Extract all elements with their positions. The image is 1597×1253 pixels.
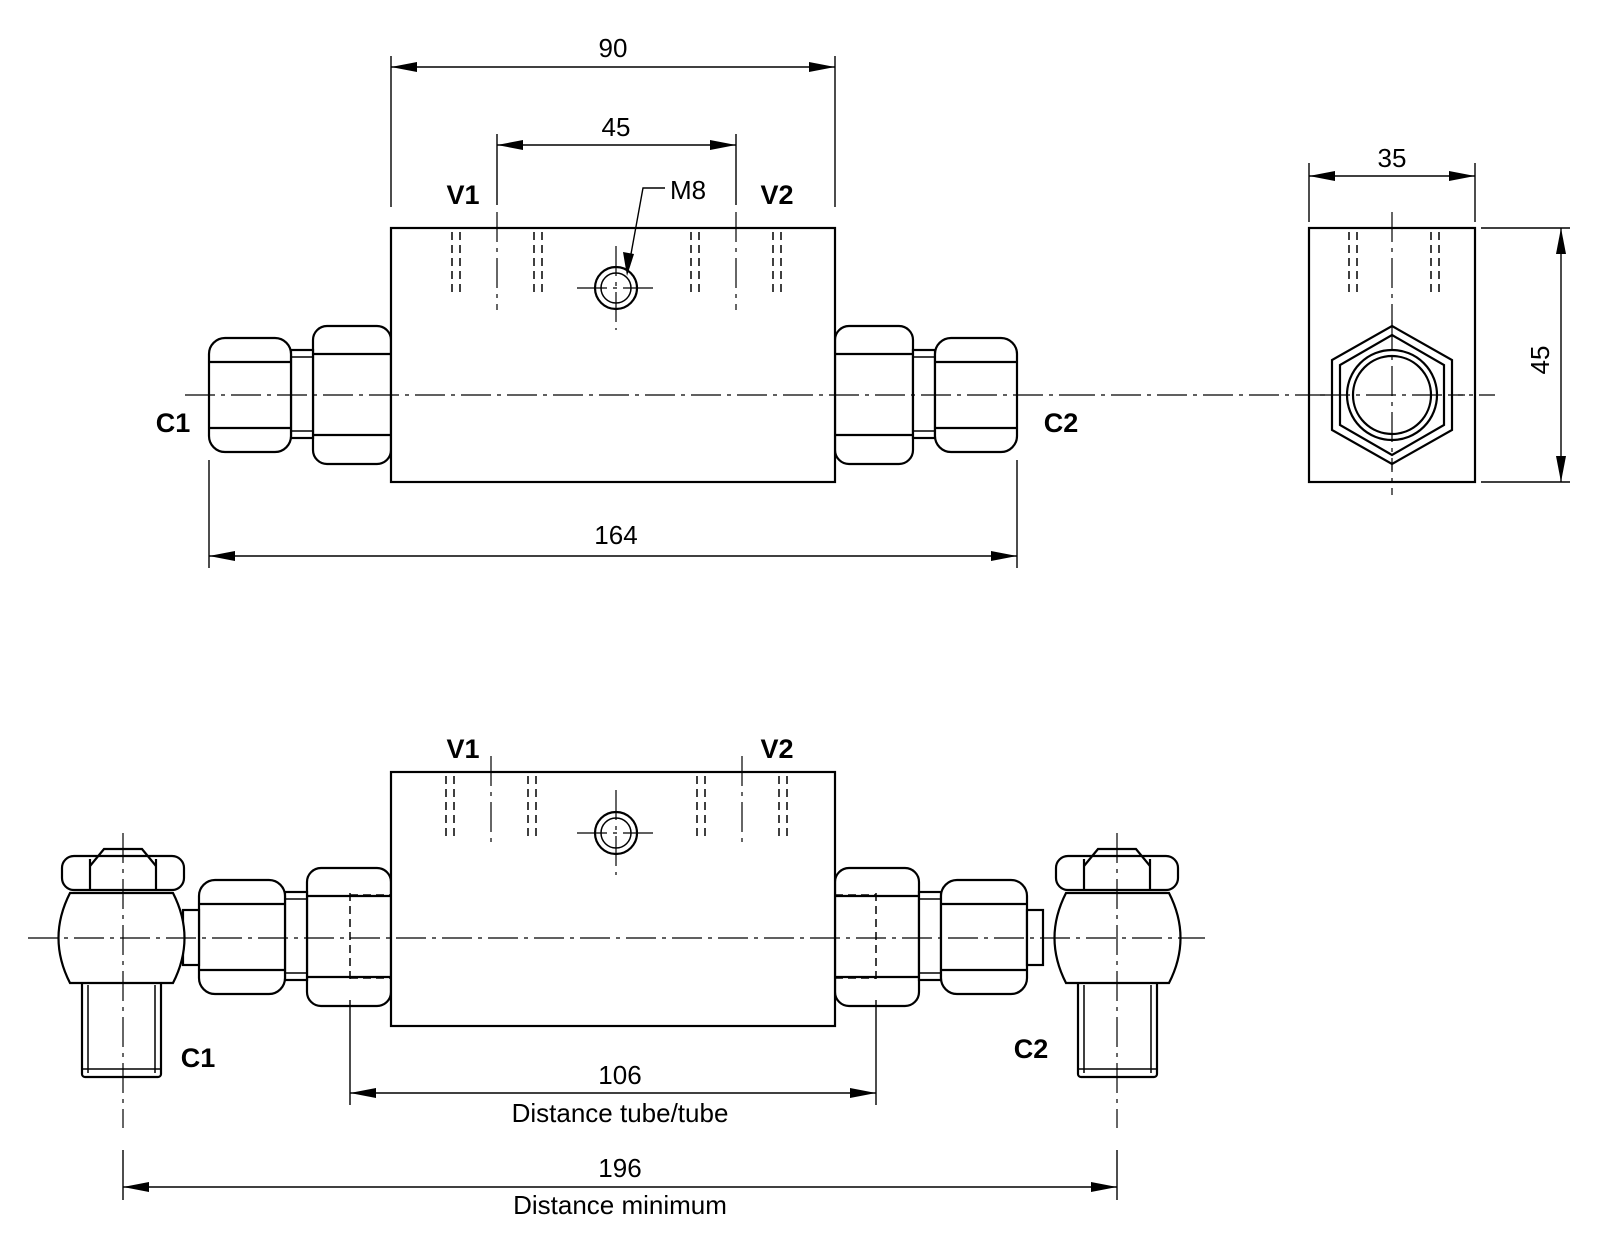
- dimension-35: 35: [1308, 143, 1476, 222]
- dimension-45-side: 45: [1481, 227, 1570, 483]
- dim-45-label: 45: [602, 112, 631, 142]
- c2-fitting-bottom: [833, 833, 1182, 1128]
- c1-label-bottom: C1: [181, 1043, 216, 1073]
- hidden-bores-bottom: [445, 776, 788, 836]
- c2-label-top: C2: [1044, 408, 1079, 438]
- top-view: 90 45 M8 V1 V2 C1 C2 164: [156, 33, 1079, 568]
- dimension-164: 164: [208, 460, 1018, 568]
- m8-leader: M8: [623, 175, 706, 276]
- v2-label-top: V2: [760, 180, 793, 210]
- c2-label-bottom: C2: [1014, 1034, 1049, 1064]
- dim-45-side-label: 45: [1525, 346, 1555, 375]
- dim-106-caption: Distance tube/tube: [512, 1098, 729, 1128]
- dim-196-label: 196: [598, 1153, 641, 1183]
- dimension-45-top: 45: [496, 112, 737, 205]
- bottom-view: V1 V2 C1 C2 106 Distance tube/tube 196 D…: [28, 734, 1205, 1220]
- dim-35-label: 35: [1378, 143, 1407, 173]
- hidden-bores-side: [1348, 232, 1440, 292]
- side-view: 35 45: [1065, 143, 1570, 495]
- v1-label-bottom: V1: [446, 734, 479, 764]
- valve-body-bottom: [389, 770, 837, 1028]
- dim-90-label: 90: [599, 33, 628, 63]
- m8-hole-top: [577, 246, 656, 330]
- v1-label-top: V1: [446, 180, 479, 210]
- m8-label: M8: [670, 175, 706, 205]
- m8-hole-bottom: [577, 790, 656, 875]
- hidden-bores-top: [451, 232, 782, 292]
- dimension-196: 196 Distance minimum: [122, 1150, 1118, 1220]
- dim-196-caption: Distance minimum: [513, 1190, 727, 1220]
- dimension-106: 106 Distance tube/tube: [349, 1000, 877, 1128]
- c1-fitting-bottom: [57, 833, 393, 1128]
- valve-body-top: [389, 226, 837, 484]
- dimension-90: 90: [390, 33, 836, 207]
- dim-164-label: 164: [594, 520, 637, 550]
- hex-port-side: [1320, 320, 1465, 470]
- dim-106-label: 106: [598, 1060, 641, 1090]
- c1-label-top: C1: [156, 408, 191, 438]
- v2-label-bottom: V2: [760, 734, 793, 764]
